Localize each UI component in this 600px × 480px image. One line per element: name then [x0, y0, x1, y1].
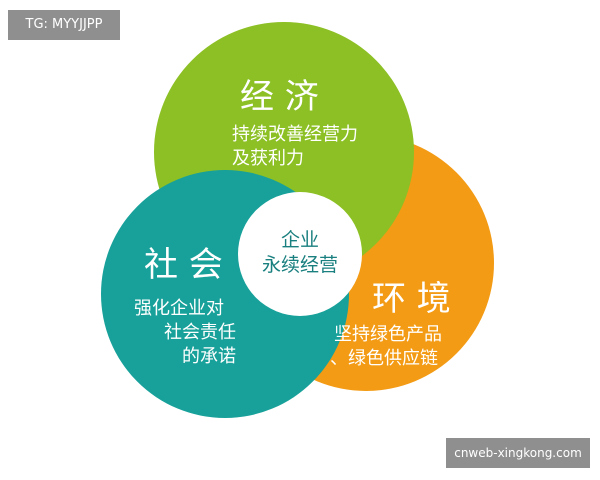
- economy-title: 经 济: [240, 77, 319, 117]
- center-line-2: 永续经营: [262, 254, 338, 276]
- center-circle: [238, 192, 362, 316]
- environment-title: 环 境: [372, 279, 451, 319]
- environment-desc-line-2: 、绿色供应链: [330, 348, 438, 369]
- society-desc-line-1: 强化企业对: [134, 298, 224, 319]
- society-title: 社 会: [144, 245, 223, 285]
- society-desc-line-2: 社会责任: [164, 322, 236, 343]
- economy-desc-line-2: 及获利力: [232, 148, 304, 169]
- watermark-label: cnweb-xingkong.com: [446, 438, 590, 468]
- society-desc-line-3: 的承诺: [182, 346, 236, 367]
- environment-desc-line-1: 坚持绿色产品: [334, 324, 442, 345]
- economy-desc-line-1: 持续改善经营力: [232, 124, 358, 145]
- center-line-1: 企业: [281, 229, 319, 251]
- tag-label: TG: MYYJJPP: [8, 10, 120, 40]
